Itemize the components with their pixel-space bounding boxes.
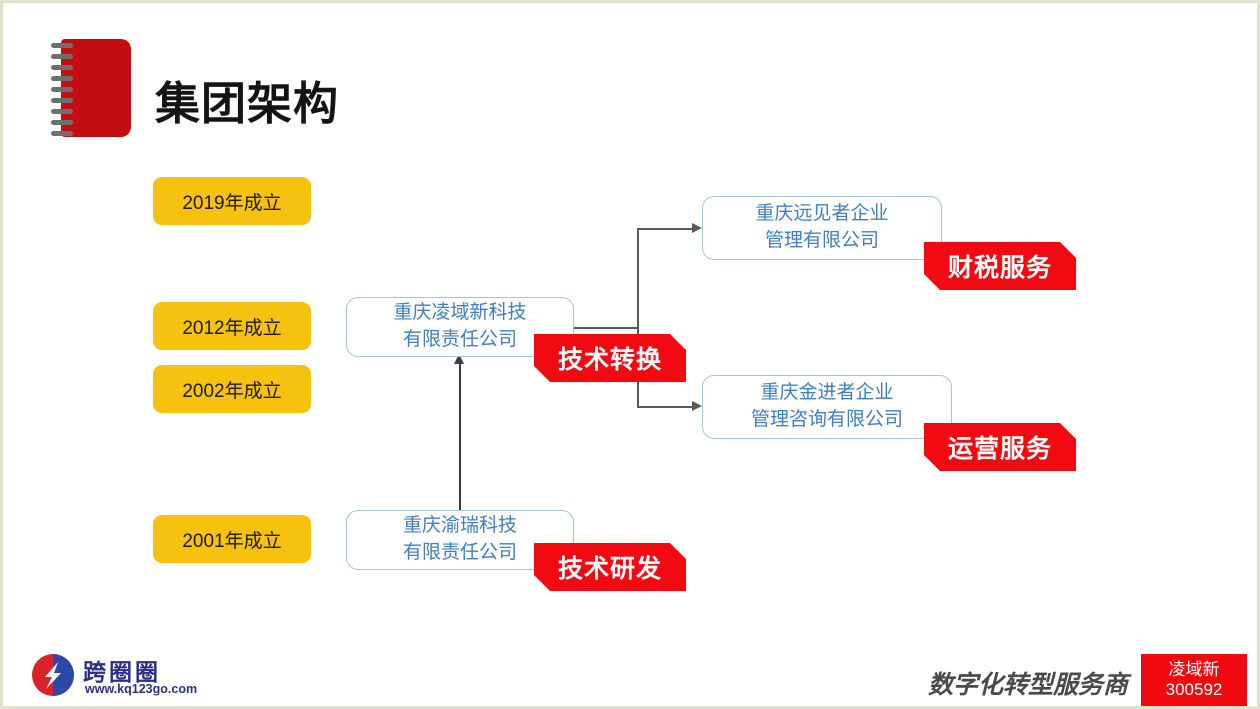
arrow-to-yuanjianzhe-icon — [692, 223, 702, 233]
company-name-line2: 有限责任公司 — [402, 542, 517, 563]
ring — [51, 120, 73, 125]
year-chip-2019: 2019年成立 — [153, 177, 311, 225]
company-box-yuanjianzhe[interactable]: 重庆远见者企业 管理有限公司 — [702, 196, 942, 260]
ring — [51, 43, 73, 48]
ring — [51, 131, 73, 136]
connector-up-vertical — [637, 229, 639, 327]
year-chip-2002: 2002年成立 — [153, 365, 311, 413]
connector-bottom-branch — [637, 406, 693, 408]
company-name-line2: 管理咨询有限公司 — [750, 409, 903, 430]
logo-brand-name: 跨圈圈 — [83, 659, 161, 685]
year-chip-2012: 2012年成立 — [153, 302, 311, 350]
ring — [51, 54, 73, 59]
company-box-yurui[interactable]: 重庆渝瑞科技 有限责任公司 — [346, 510, 574, 570]
company-name-line1: 重庆凌域新科技 — [393, 302, 527, 324]
notebook-rings — [51, 43, 75, 136]
company-name-line1: 重庆渝瑞科技 — [402, 515, 517, 537]
company-name-line1: 重庆远见者企业 — [755, 203, 889, 225]
company-box-jinjinzhe[interactable]: 重庆金进者企业 管理咨询有限公司 — [702, 375, 952, 439]
ring — [51, 98, 73, 103]
company-name-line1: 重庆金进者企业 — [760, 382, 894, 404]
company-name-line2: 管理有限公司 — [764, 230, 879, 251]
connector-trunk-horizontal — [572, 327, 638, 329]
brand-logo: 跨圈圈 www.kq123go.com — [31, 651, 231, 701]
service-banner-jishuzhuanhuan[interactable]: 技术转换 — [534, 334, 686, 382]
service-banner-jishuyanfa[interactable]: 技术研发 — [534, 543, 686, 591]
logo-website-url: www.kq123go.com — [85, 682, 198, 696]
ring — [51, 87, 73, 92]
ring — [51, 76, 73, 81]
arrow-to-lingyuxin-icon — [454, 354, 464, 364]
connector-top-branch — [637, 228, 693, 230]
service-banner-yunying[interactable]: 运营服务 — [924, 423, 1076, 471]
service-banner-caishui[interactable]: 财税服务 — [924, 242, 1076, 290]
year-chip-2001: 2001年成立 — [153, 515, 311, 563]
page-title: 集团架构 — [155, 78, 340, 129]
arrow-to-jinjinzhe-icon — [692, 401, 702, 411]
logo-mark-icon — [32, 654, 74, 696]
stock-badge: 凌域新 300592 — [1141, 654, 1247, 706]
ring — [51, 65, 73, 70]
company-name-line2: 有限责任公司 — [402, 329, 517, 350]
ring — [51, 109, 73, 114]
notebook-icon — [51, 39, 131, 137]
footer-slogan: 数字化转型服务商 — [928, 671, 1129, 699]
stock-name: 凌域新 — [1168, 659, 1220, 679]
connector-yurui-vertical — [459, 363, 461, 515]
stock-code: 300592 — [1165, 680, 1223, 699]
